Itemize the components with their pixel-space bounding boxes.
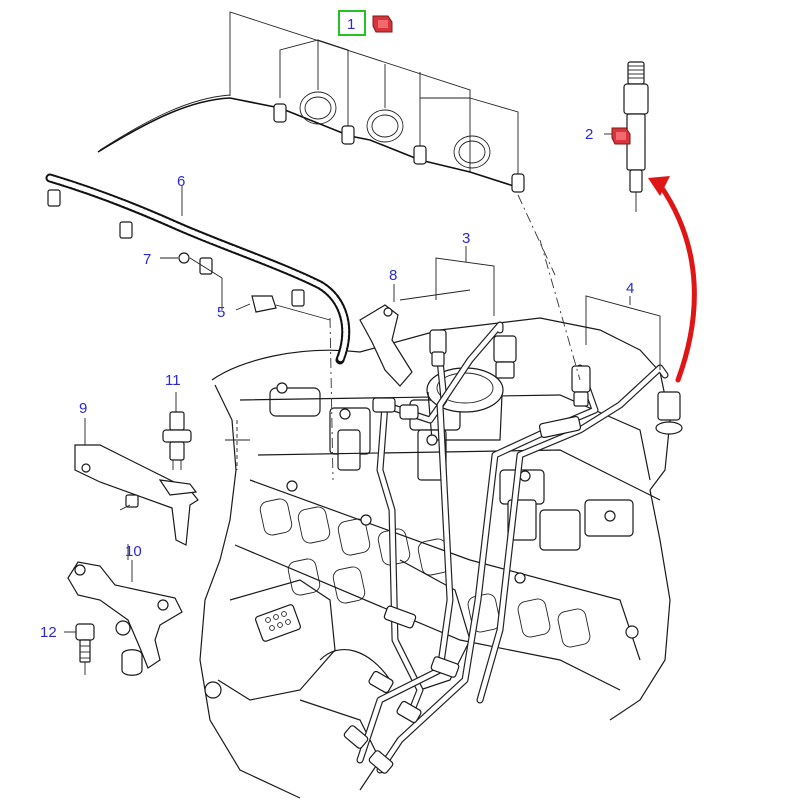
callout-1[interactable]: 1: [347, 16, 355, 33]
callout-12[interactable]: 12: [40, 624, 57, 641]
bracket-10: [67, 560, 183, 676]
sensor-11: [162, 392, 192, 470]
flag-icon: [372, 15, 393, 33]
bracket-9: [74, 418, 199, 546]
callout-8[interactable]: 8: [389, 267, 397, 284]
flag-icon: [611, 127, 631, 145]
install-arrow: [648, 176, 697, 383]
clip-7: [160, 252, 223, 310]
callout-6[interactable]: 6: [177, 173, 185, 190]
bracket-8: [359, 284, 471, 387]
callout-7[interactable]: 7: [143, 251, 151, 268]
callout-10[interactable]: 10: [125, 543, 142, 560]
bracket-5: [235, 295, 331, 321]
callout-2[interactable]: 2: [585, 126, 593, 143]
callout-4[interactable]: 4: [626, 280, 634, 297]
callout-9[interactable]: 9: [79, 400, 87, 417]
callout-highlight-box: [338, 10, 366, 36]
callout-labels: 1 2 3 4 5 6 7 8 9 10 11 12: [40, 16, 634, 641]
bolt-12: [64, 623, 95, 675]
engine-block: [199, 317, 671, 799]
callout-3[interactable]: 3: [462, 230, 470, 247]
wiring-loom: [45, 173, 351, 481]
injection-pipes: [343, 321, 683, 774]
callout-5[interactable]: 5: [217, 304, 225, 321]
callout-11[interactable]: 11: [165, 372, 181, 389]
glow-plug-harness: [97, 11, 581, 381]
callout-leaders: [127, 186, 661, 560]
